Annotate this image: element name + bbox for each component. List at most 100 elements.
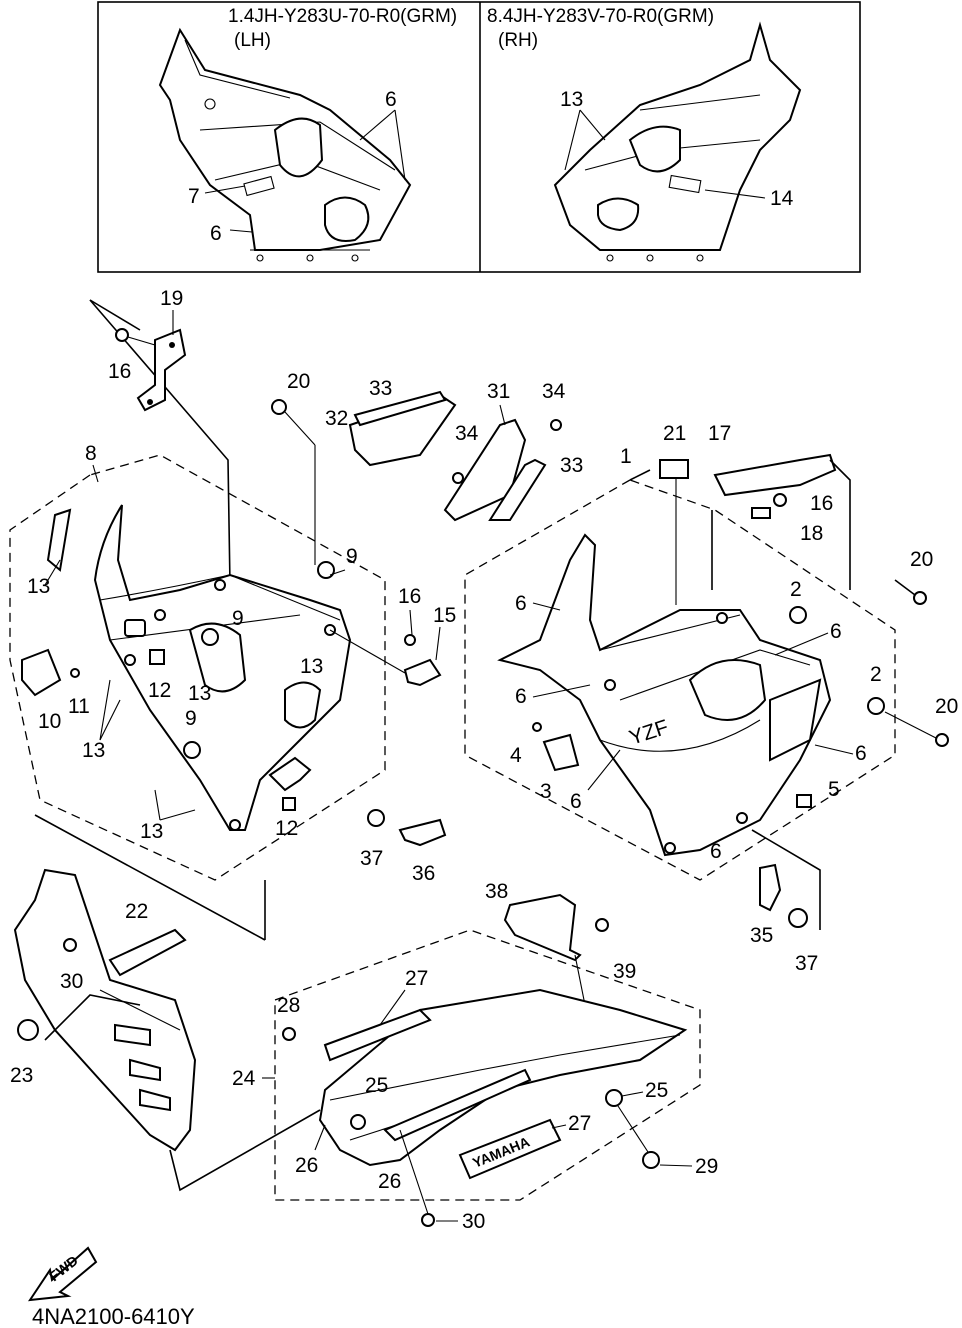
- bracket-3: [542, 733, 580, 772]
- callout-29: 29: [695, 1155, 718, 1178]
- grommet-icon: [201, 628, 219, 646]
- callout-9: 9: [232, 607, 244, 630]
- callout-6: 6: [570, 790, 582, 813]
- grommet-icon: [124, 619, 146, 637]
- callout-24: 24: [232, 1067, 256, 1090]
- grommet-icon: [350, 1114, 366, 1130]
- callout-13: 13: [140, 820, 163, 843]
- callout-6: 6: [210, 222, 222, 245]
- nut-icon: [282, 1027, 296, 1041]
- callout-6: 6: [855, 742, 867, 765]
- rh-part-number: 8.4JH-Y283V-70-R0(GRM): [487, 6, 714, 27]
- callout-25: 25: [365, 1074, 388, 1097]
- inset-box: 1.4JH-Y283U-70-R0(GRM) (LH) 8.4JH-Y283V-…: [97, 1, 861, 273]
- right-assembly: 1 21 17 16 18 YZF: [464, 422, 958, 975]
- callout-30: 30: [462, 1210, 485, 1233]
- nut-icon: [282, 797, 296, 811]
- grommet-icon: [788, 908, 808, 928]
- callout-34: 34: [455, 422, 479, 445]
- callout-36: 36: [412, 862, 435, 885]
- bracket-38: [503, 893, 582, 962]
- lh-side-label: (LH): [234, 30, 271, 51]
- callout-35: 35: [750, 924, 773, 947]
- grommet-icon: [789, 606, 807, 624]
- stay-22: [108, 928, 187, 977]
- callout-13: 13: [188, 682, 211, 705]
- washer-icon: [532, 722, 542, 732]
- callout-6: 6: [515, 592, 527, 615]
- callout-26: 26: [295, 1154, 318, 1177]
- right-side-cowling: YZF: [497, 533, 832, 857]
- callout-18: 18: [800, 522, 823, 545]
- callout-9: 9: [185, 707, 197, 730]
- clip-18: [751, 507, 771, 519]
- bolt-icon: [935, 733, 949, 747]
- callout-16: 16: [398, 585, 421, 608]
- grommet-icon: [317, 561, 335, 579]
- callout-12: 12: [275, 817, 298, 840]
- screw-icon: [452, 472, 464, 484]
- bracket-10: [21, 648, 62, 697]
- callout-6: 6: [830, 620, 842, 643]
- callout-5: 5: [828, 778, 840, 801]
- drawing-code: 4NA2100-6410Y: [32, 1304, 195, 1328]
- rubber-21: [659, 459, 689, 479]
- callout-15: 15: [433, 604, 456, 627]
- bracket-36: [398, 818, 447, 847]
- grommet-icon: [605, 1089, 623, 1107]
- callout-14: 14: [770, 187, 794, 210]
- callout-20: 20: [910, 548, 933, 571]
- callout-2: 2: [790, 578, 802, 601]
- callout-9: 9: [346, 545, 358, 568]
- rh-side-cowl: [553, 21, 802, 262]
- callout-13: 13: [82, 739, 105, 762]
- stay-19: [136, 328, 187, 412]
- callout-33: 33: [369, 377, 392, 400]
- callout-32: 32: [325, 407, 348, 430]
- callout-33: 33: [560, 454, 583, 477]
- screw-icon: [550, 419, 562, 431]
- callout-37: 37: [360, 847, 383, 870]
- callout-6: 6: [385, 88, 397, 111]
- screw-icon: [595, 918, 609, 932]
- callout-25: 25: [645, 1079, 668, 1102]
- screw-icon: [404, 634, 416, 646]
- callout-6: 6: [710, 840, 722, 863]
- callout-39: 39: [613, 960, 636, 983]
- grommet-icon: [367, 809, 385, 827]
- quick-fastener-icon: [17, 1019, 39, 1041]
- callout-16: 16: [108, 360, 131, 383]
- rh-side-label: (RH): [498, 30, 538, 51]
- bolt-icon: [913, 591, 927, 605]
- callout-22: 22: [125, 900, 148, 923]
- callout-13: 13: [300, 655, 323, 678]
- fwd-arrow-icon: FWD: [27, 1246, 98, 1302]
- callout-17: 17: [708, 422, 731, 445]
- callout-19: 19: [160, 287, 183, 310]
- callout-28: 28: [277, 994, 300, 1017]
- duct-parts: 33 32 31 34 34 33: [325, 377, 583, 522]
- callout-26: 26: [378, 1170, 401, 1193]
- bolt-icon: [271, 399, 287, 415]
- rh-leaders: [564, 109, 766, 199]
- trim-strip: [46, 508, 72, 572]
- seal-26: [383, 1068, 532, 1142]
- callout-13: 13: [27, 575, 50, 598]
- callout-4: 4: [510, 744, 522, 767]
- washer-icon: [70, 668, 80, 678]
- bracket-12: [268, 756, 312, 792]
- callout-13: 13: [560, 88, 583, 111]
- bolt-icon: [421, 1213, 435, 1227]
- left-assembly: 8 19 16: [9, 287, 456, 885]
- callout-3: 3: [540, 780, 552, 803]
- callout-34: 34: [542, 380, 566, 403]
- callout-27: 27: [568, 1112, 591, 1135]
- stay-17: [713, 453, 837, 497]
- screw-icon: [115, 328, 129, 342]
- yamaha-decal: [458, 1118, 562, 1180]
- callout-6: 6: [515, 685, 527, 708]
- callout-21: 21: [663, 422, 686, 445]
- lower-side-cowl: 22 30 23: [10, 814, 321, 1192]
- callout-38: 38: [485, 880, 508, 903]
- callout-8: 8: [85, 442, 97, 465]
